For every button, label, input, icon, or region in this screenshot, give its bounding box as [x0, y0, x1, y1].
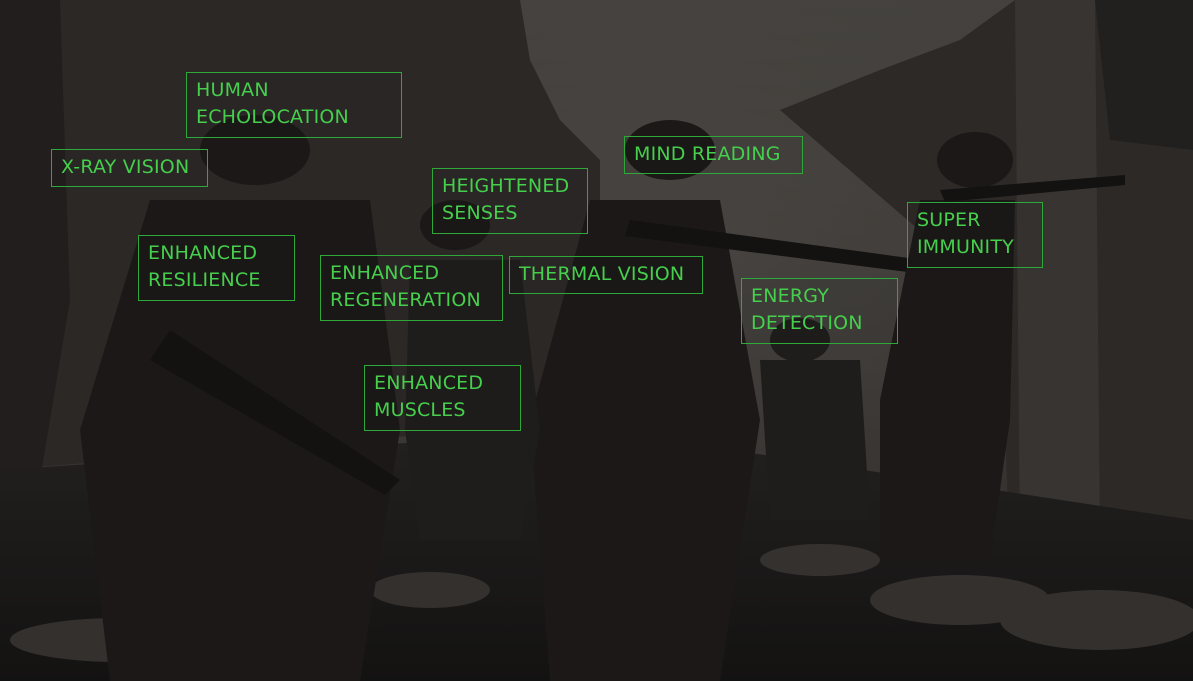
label-human-echolocation: HUMAN ECHOLOCATION	[186, 72, 402, 138]
label-energy-detection: ENERGY DETECTION	[741, 278, 898, 344]
label-super-immunity: SUPER IMMUNITY	[907, 202, 1043, 268]
label-enhanced-regeneration: ENHANCED REGENERATION	[320, 255, 503, 321]
label-heightened-senses: HEIGHTENED SENSES	[432, 168, 588, 234]
label-thermal-vision: THERMAL VISION	[509, 256, 703, 294]
label-enhanced-resilience: ENHANCED RESILIENCE	[138, 235, 295, 301]
label-xray-vision: X-RAY VISION	[51, 149, 208, 187]
label-enhanced-muscles: ENHANCED MUSCLES	[364, 365, 521, 431]
label-mind-reading: MIND READING	[624, 136, 803, 174]
